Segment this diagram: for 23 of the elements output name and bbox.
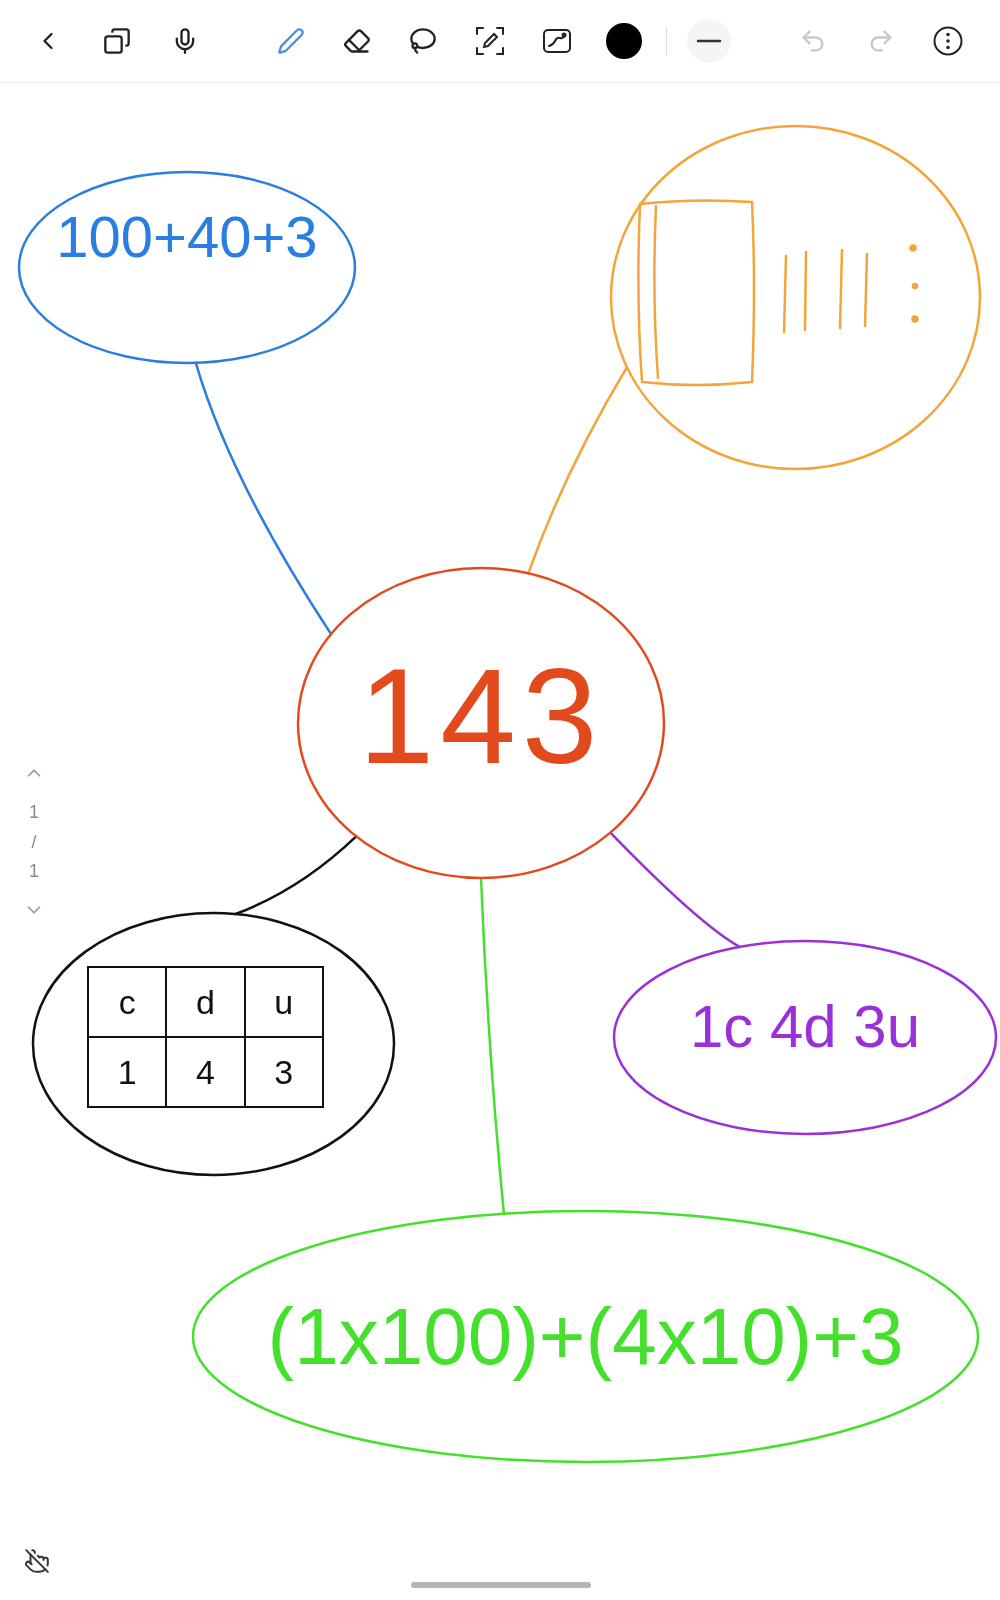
hand-drawn-bubble [17,170,357,365]
connector-line [609,831,741,949]
connector-line [479,876,506,1215]
sum-text: 100+40+3 [56,207,318,271]
page-number-text: / [30,831,38,854]
connector-line [527,366,629,575]
connector-line [234,835,358,916]
hand-drawn-bubble [31,911,396,1177]
connector-line [194,361,333,636]
hand-drawn-bubble [191,1209,980,1464]
table-cell: 1 [89,1038,168,1108]
number-text: 143 [358,648,604,794]
table-cell: 3 [245,1038,324,1108]
hand-drawn-bubble [296,566,666,880]
table-cell: 4 [167,1038,246,1108]
hand-drawn-bubble [609,124,982,471]
table-cell: c [89,968,168,1038]
table-cell: u [245,968,324,1038]
page-number-text: 1 [28,801,40,824]
page-number-text: 1 [28,860,40,883]
place-value-text: 1c 4d 3u [689,996,921,1062]
hand-drawn-bubble [612,939,998,1136]
table-cell: d [167,968,246,1038]
